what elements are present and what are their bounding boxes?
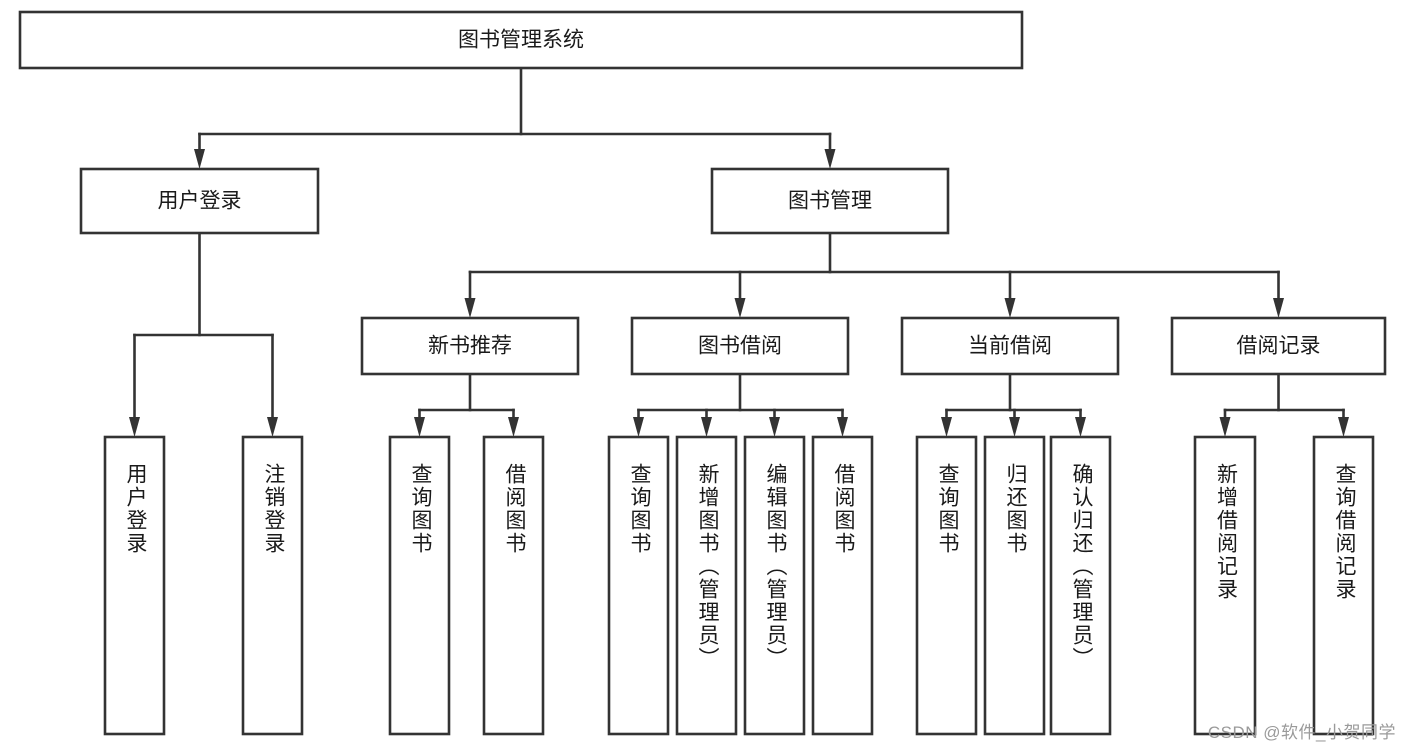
- edge-arrowhead: [769, 417, 780, 437]
- node-leaf-edit-book[interactable]: 编辑图书（管理员）: [743, 435, 806, 736]
- node-label: 借阅图书: [832, 463, 856, 555]
- node-root[interactable]: 图书管理系统: [18, 10, 1024, 70]
- edge-arrowhead: [941, 417, 952, 437]
- node-leaf-add-record[interactable]: 新增借阅记录: [1193, 435, 1257, 736]
- node-leaf-query-record[interactable]: 查询借阅记录: [1312, 435, 1375, 736]
- node-box: [811, 435, 874, 736]
- node-book-manage[interactable]: 图书管理: [710, 167, 950, 235]
- node-user-login[interactable]: 用户登录: [79, 167, 320, 235]
- edge-arrowhead: [701, 417, 712, 437]
- node-leaf-query-book-3[interactable]: 查询图书: [915, 435, 978, 736]
- node-box: [607, 435, 670, 736]
- node-box: [482, 435, 545, 736]
- node-label: 新增图书（管理员）: [696, 463, 720, 670]
- node-new-book-recommend[interactable]: 新书推荐: [360, 316, 580, 376]
- edge-arrowhead: [508, 417, 519, 437]
- node-label: 编辑图书（管理员）: [764, 463, 788, 670]
- node-box: [1170, 316, 1387, 376]
- edge-arrowhead: [129, 417, 140, 437]
- edge-arrowhead: [1004, 298, 1016, 318]
- edges-layer: [129, 66, 1349, 437]
- node-leaf-borrow-book-2[interactable]: 借阅图书: [811, 435, 874, 736]
- node-label: 查询图书: [409, 463, 433, 555]
- node-box: [1193, 435, 1257, 736]
- node-label: 归还图书: [1004, 463, 1028, 555]
- node-box: [1312, 435, 1375, 736]
- node-leaf-user-logout[interactable]: 注销登录: [241, 435, 304, 736]
- node-label: 查询图书: [628, 463, 652, 555]
- node-box: [1049, 435, 1112, 736]
- edge-arrowhead: [464, 298, 476, 318]
- edge-arrowhead: [837, 417, 848, 437]
- node-leaf-confirm-return[interactable]: 确认归还（管理员）: [1049, 435, 1112, 736]
- node-label: 图书管理: [788, 190, 872, 213]
- node-box: [710, 167, 950, 235]
- edge-arrowhead: [1273, 298, 1284, 318]
- edge-arrowhead: [1338, 417, 1349, 437]
- edge-arrowhead: [824, 149, 836, 169]
- node-label: 新书推荐: [428, 335, 512, 358]
- node-box: [79, 167, 320, 235]
- nodes-layer: 图书管理系统用户登录图书管理新书推荐图书借阅当前借阅借阅记录用户登录注销登录查询…: [18, 10, 1387, 736]
- node-box: [630, 316, 850, 376]
- edge-arrowhead: [1075, 417, 1086, 437]
- node-label: 用户登录: [158, 190, 242, 213]
- node-label: 借阅图书: [503, 463, 527, 555]
- node-leaf-add-book[interactable]: 新增图书（管理员）: [675, 435, 738, 736]
- node-book-borrow[interactable]: 图书借阅: [630, 316, 850, 376]
- node-leaf-query-book-2[interactable]: 查询图书: [607, 435, 670, 736]
- node-label: 图书借阅: [698, 335, 782, 358]
- node-label: 注销登录: [262, 463, 286, 555]
- node-current-borrow[interactable]: 当前借阅: [900, 316, 1120, 376]
- node-box: [983, 435, 1046, 736]
- node-box: [103, 435, 166, 736]
- node-label: 新增借阅记录: [1214, 463, 1238, 601]
- node-borrow-record[interactable]: 借阅记录: [1170, 316, 1387, 376]
- node-leaf-user-login[interactable]: 用户登录: [103, 435, 166, 736]
- node-box: [388, 435, 451, 736]
- node-box: [18, 10, 1024, 70]
- node-label: 借阅记录: [1237, 335, 1321, 358]
- node-label: 图书管理系统: [458, 29, 584, 52]
- node-box: [743, 435, 806, 736]
- edge-arrowhead: [414, 417, 425, 437]
- node-label: 用户登录: [124, 463, 148, 555]
- node-leaf-query-book-1[interactable]: 查询图书: [388, 435, 451, 736]
- edge-arrowhead: [633, 417, 644, 437]
- node-box: [900, 316, 1120, 376]
- node-box: [915, 435, 978, 736]
- node-box: [675, 435, 738, 736]
- node-leaf-return-book[interactable]: 归还图书: [983, 435, 1046, 736]
- edge-arrowhead: [1219, 417, 1231, 437]
- node-box: [360, 316, 580, 376]
- node-label: 当前借阅: [968, 335, 1052, 358]
- node-label: 查询借阅记录: [1333, 463, 1357, 601]
- edge-arrowhead: [734, 298, 746, 318]
- edge-arrowhead: [1009, 417, 1020, 437]
- node-label: 查询图书: [936, 463, 960, 555]
- node-leaf-borrow-book-1[interactable]: 借阅图书: [482, 435, 545, 736]
- edge-arrowhead: [194, 149, 205, 169]
- node-label: 确认归还（管理员）: [1070, 463, 1094, 670]
- edge-arrowhead: [267, 417, 278, 437]
- node-box: [241, 435, 304, 736]
